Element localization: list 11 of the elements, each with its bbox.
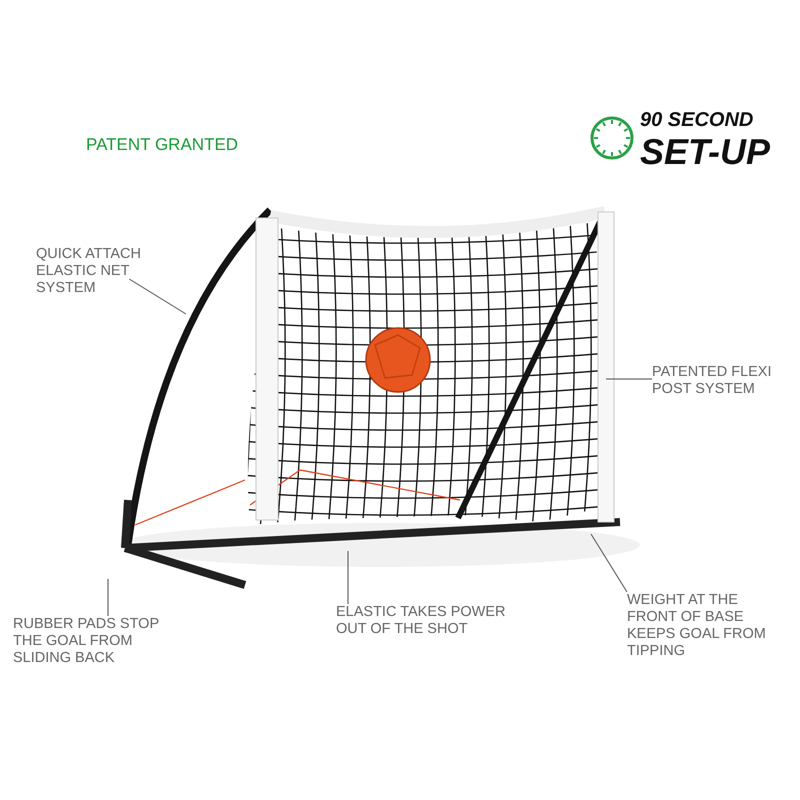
callout-text: WEIGHT AT THE FRONT OF BASE KEEPS GOAL FROM TIPPING — [627, 592, 777, 660]
headline-text: SET-UP — [640, 134, 770, 170]
leader-line — [606, 378, 652, 380]
leader-line — [590, 534, 628, 592]
callout-text: ELASTIC TAKES POWER OUT OF THE SHOT — [336, 604, 526, 638]
leader-line — [128, 278, 186, 314]
callout-text: QUICK ATTACH ELASTIC NET SYSTEM — [36, 246, 176, 297]
callout-text: PATENTED FLEXI POST SYSTEM — [652, 364, 772, 398]
callout-text: RUBBER PADS STOP THE GOAL FROM SLIDING BACK — [13, 616, 173, 667]
headline-text: 90 SECOND — [640, 110, 754, 130]
patent-note: PATENT GRANTED — [86, 136, 238, 153]
